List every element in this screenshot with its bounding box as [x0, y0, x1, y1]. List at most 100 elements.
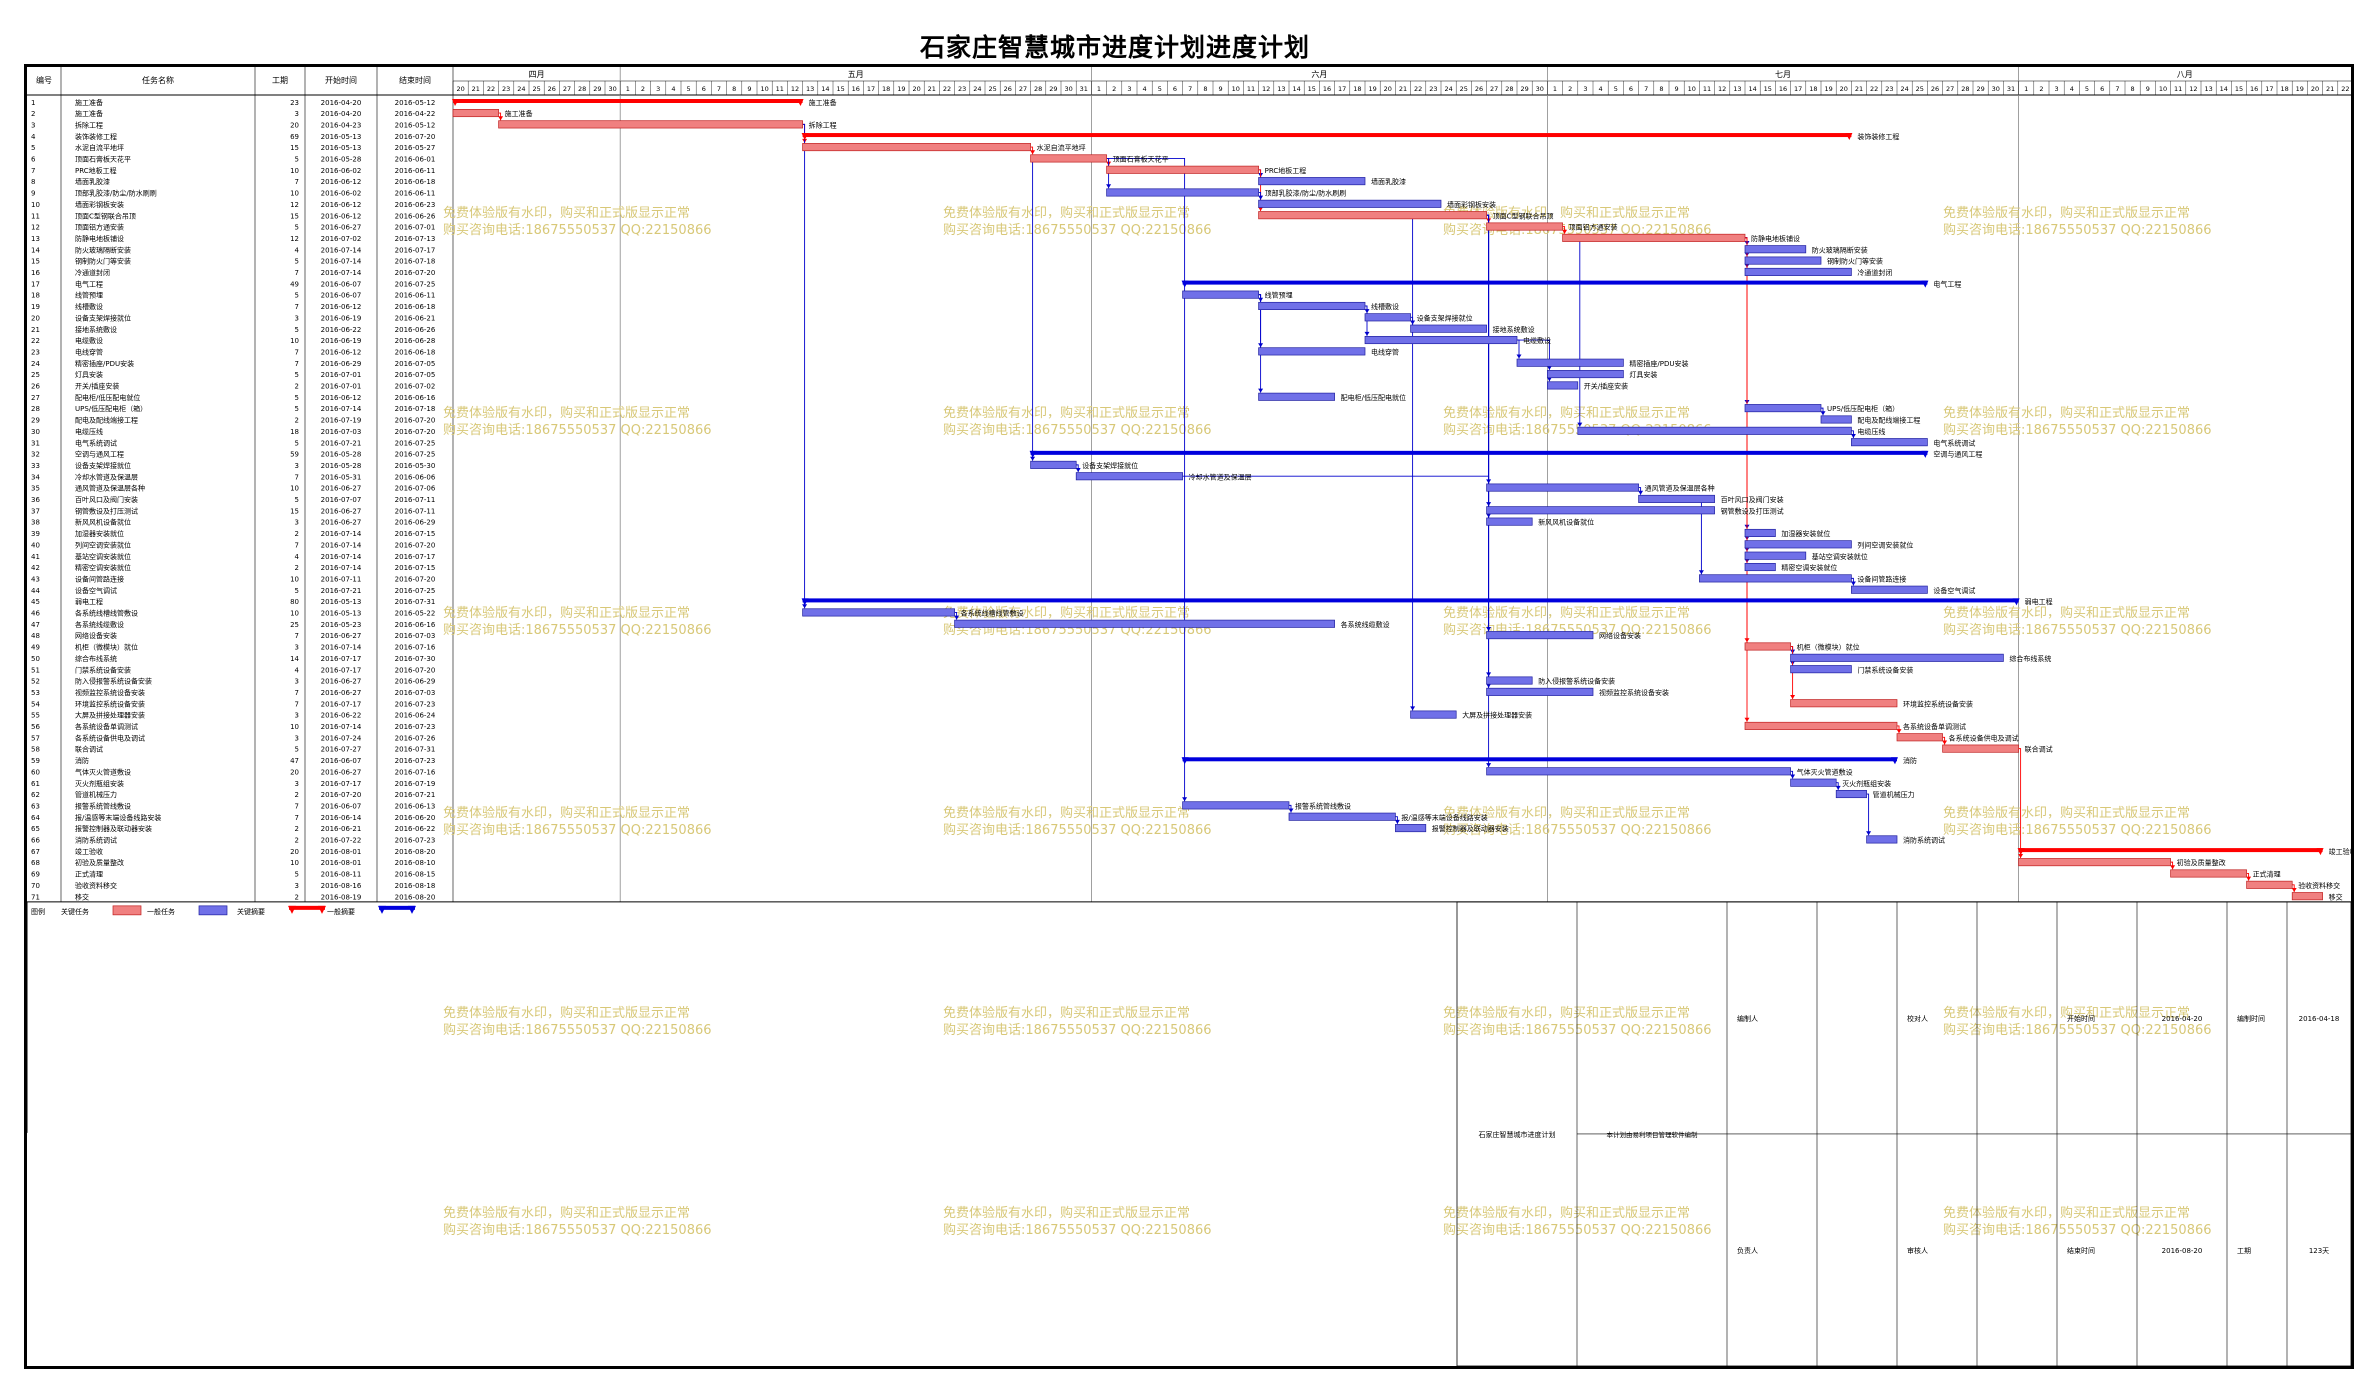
- day-label: 13: [1277, 85, 1285, 93]
- bar-label: 防火玻璃隔断安装: [1812, 245, 1868, 254]
- watermark-line1: 免费体验版有水印，购买和正式版显示正常: [943, 405, 1190, 421]
- task-name: 顶面铝方通安装: [75, 223, 124, 232]
- day-label: 31: [2007, 85, 2015, 93]
- task-duration: 2: [295, 837, 299, 845]
- bar-label: 灯具安装: [1629, 370, 1657, 379]
- task-start: 2016-04-20: [321, 110, 362, 118]
- day-label: 27: [1946, 85, 1954, 93]
- task-id: 16: [31, 269, 40, 277]
- task-start: 2016-06-27: [321, 678, 362, 686]
- task-duration: 5: [295, 439, 299, 447]
- day-label: 5: [687, 85, 691, 93]
- dependency-arrow: [1546, 365, 1552, 370]
- task-duration: 10: [290, 337, 299, 345]
- task-start: 2016-07-11: [321, 575, 362, 583]
- bar-label: 气体灭火管道敷设: [1797, 767, 1853, 776]
- day-label: 23: [958, 85, 966, 93]
- task-start: 2016-07-27: [321, 746, 362, 754]
- task-id: 28: [31, 405, 40, 413]
- task-end: 2016-07-25: [395, 439, 436, 447]
- bar-label: 视频监控系统设备安装: [1599, 688, 1669, 697]
- bar-label: 冷却水管道及保温层: [1189, 472, 1252, 481]
- task-duration: 7: [295, 303, 299, 311]
- dependency-link: [1258, 294, 1262, 393]
- task-end: 2016-06-20: [395, 814, 436, 822]
- dependency-arrow: [1638, 490, 1644, 495]
- bar-label: 拆除工程: [809, 120, 837, 129]
- task-bar: [1744, 256, 1822, 265]
- critical-task-bar: [1942, 744, 2019, 753]
- task-id: 34: [31, 473, 40, 481]
- day-label: 3: [656, 85, 660, 93]
- footer-author-label: 编制人: [1737, 1014, 1758, 1023]
- day-label: 12: [1718, 85, 1726, 93]
- task-name: 各系统设备单调测试: [75, 722, 138, 731]
- dependency-arrow: [1258, 388, 1264, 393]
- day-label: 1: [626, 85, 630, 93]
- task-bar: [1288, 812, 1396, 821]
- task-duration: 5: [295, 496, 299, 504]
- task-start: 2016-04-23: [321, 121, 362, 129]
- header-id: 编号: [36, 75, 52, 85]
- task-end: 2016-07-15: [395, 564, 436, 572]
- task-id: 26: [31, 383, 40, 391]
- bar-label: 设备支架焊接就位: [1417, 313, 1473, 322]
- day-label: 28: [1961, 85, 1969, 93]
- task-end: 2016-07-03: [395, 632, 436, 640]
- dependency-arrow: [1546, 377, 1552, 382]
- task-end: 2016-07-20: [395, 575, 436, 583]
- bar-label: 钢管敷设及打压测试: [1721, 506, 1784, 515]
- dependency-link: [1790, 646, 1794, 700]
- critical-task-bar: [498, 120, 803, 129]
- day-label: 27: [1019, 85, 1027, 93]
- footer-start-label: 开始时间: [2067, 1014, 2095, 1023]
- day-label: 27: [563, 85, 571, 93]
- task-start: 2016-06-12: [321, 394, 362, 402]
- critical-task-bar: [1106, 165, 1259, 174]
- task-duration: 5: [295, 405, 299, 413]
- task-duration: 10: [290, 485, 299, 493]
- dependency-link: [1486, 214, 1490, 768]
- critical-task-bar: [802, 143, 1031, 152]
- watermark-line1: 免费体验版有水印，购买和正式版显示正常: [443, 1205, 690, 1221]
- task-duration: 5: [295, 326, 299, 334]
- day-label: 3: [1127, 85, 1131, 93]
- task-end: 2016-07-15: [395, 530, 436, 538]
- bar-label: 精密空调安装就位: [1781, 563, 1837, 572]
- task-id: 5: [31, 144, 35, 152]
- task-name: 弱电工程: [75, 597, 103, 606]
- task-name: 报警系统管线敷设: [75, 801, 131, 810]
- task-duration: 7: [295, 473, 299, 481]
- task-name: 灭火剂瓶组安装: [75, 779, 124, 788]
- bar-label: 线槽敷设: [1371, 302, 1399, 311]
- bar-label: 冷通道封闭: [1857, 268, 1892, 277]
- day-label: 16: [1323, 85, 1331, 93]
- bar-label: 新风风机设备就位: [1538, 518, 1594, 527]
- task-bar: [1030, 460, 1077, 469]
- legend-swatch-cap: [378, 905, 386, 914]
- day-label: 24: [1900, 85, 1908, 93]
- task-name: 钢管敷设及打压测试: [75, 506, 138, 515]
- task-end: 2016-06-16: [395, 394, 436, 402]
- day-label: 17: [867, 85, 875, 93]
- day-label: 14: [2220, 85, 2228, 93]
- task-id: 13: [31, 235, 40, 243]
- month-label: 六月: [1311, 69, 1327, 79]
- task-id: 23: [31, 348, 40, 356]
- task-duration: 69: [290, 133, 299, 141]
- day-label: 8: [1659, 85, 1663, 93]
- task-end: 2016-07-05: [395, 360, 436, 368]
- bar-label: 钢制防火门等安装: [1827, 257, 1883, 266]
- task-bar: [1486, 676, 1533, 685]
- task-name: 初验及质量整改: [75, 858, 124, 867]
- bar-label: 电气工程: [1933, 279, 1961, 288]
- bar-label: 移交: [2329, 892, 2343, 901]
- task-start: 2016-07-02: [321, 235, 362, 243]
- summary-cap-left: [1181, 280, 1189, 288]
- task-end: 2016-06-01: [395, 156, 436, 164]
- task-name: 综合布线系统: [75, 654, 117, 663]
- task-duration: 7: [295, 541, 299, 549]
- bar-label: 消防: [1903, 756, 1917, 765]
- task-bar: [954, 619, 1335, 628]
- dependency-arrow: [954, 615, 960, 620]
